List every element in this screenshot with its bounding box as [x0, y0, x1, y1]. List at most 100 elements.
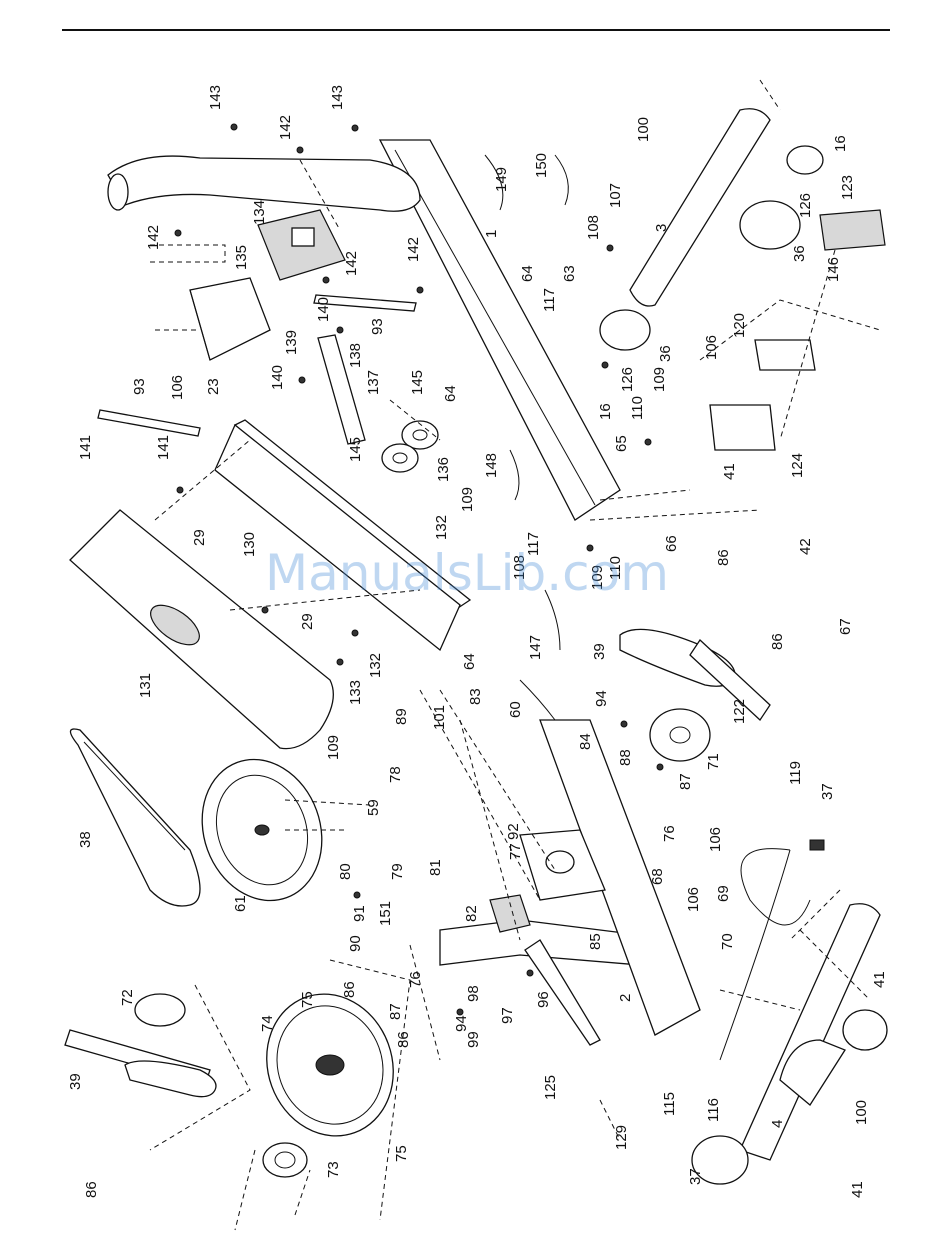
part-label-86a: 86 — [341, 981, 358, 998]
part-label-68: 68 — [649, 868, 666, 885]
part-label-115: 115 — [661, 1092, 678, 1116]
part-label-37a: 37 — [819, 783, 836, 800]
main-frame-shape — [439, 719, 701, 1046]
part-label-29a: 29 — [191, 529, 208, 546]
part-label-125: 125 — [542, 1075, 559, 1100]
handlebar-shape — [107, 155, 421, 212]
part-label-80: 80 — [337, 863, 354, 880]
part-label-145b: 145 — [347, 437, 364, 462]
part-label-106c: 106 — [685, 887, 702, 912]
part-label-93a: 93 — [369, 318, 386, 335]
part-label-142a: 142 — [277, 115, 294, 140]
part-label-120: 120 — [731, 313, 748, 338]
part-label-94b: 94 — [453, 1015, 470, 1032]
part-label-142b: 142 — [145, 225, 162, 250]
part-label-126b: 126 — [619, 367, 636, 392]
part-label-73: 73 — [325, 1161, 342, 1178]
part-label-64a: 64 — [461, 653, 478, 670]
part-label-129: 129 — [613, 1125, 630, 1150]
part-label-86d: 86 — [769, 633, 786, 650]
part-label-60: 60 — [507, 701, 524, 718]
link-arm-shapes — [97, 294, 417, 437]
part-label-4: 4 — [769, 1120, 786, 1128]
part-label-106d: 106 — [703, 335, 720, 360]
part-label-74: 74 — [259, 1015, 276, 1032]
part-label-147: 147 — [527, 635, 544, 660]
part-label-90: 90 — [347, 935, 364, 952]
part-label-42: 42 — [797, 538, 814, 555]
part-label-134: 134 — [251, 200, 268, 225]
part-label-36a: 36 — [791, 245, 808, 262]
part-label-70: 70 — [719, 933, 736, 950]
part-label-29b: 29 — [299, 613, 316, 630]
crank-arm-left-shape — [64, 993, 217, 1098]
part-label-63: 63 — [561, 265, 578, 282]
part-label-141a: 141 — [77, 435, 94, 460]
part-label-39a: 39 — [591, 643, 608, 660]
assembly-guide-lines — [149, 79, 881, 1231]
part-label-97: 97 — [499, 1007, 516, 1024]
flywheel-shape — [201, 758, 323, 902]
part-label-75a: 75 — [299, 991, 316, 1008]
part-label-126a: 126 — [797, 193, 814, 218]
crank-arm-right-shape — [619, 628, 771, 721]
part-label-86e: 86 — [83, 1181, 100, 1198]
part-label-117a: 117 — [541, 288, 558, 312]
part-label-81: 81 — [427, 859, 444, 876]
part-label-41b: 41 — [871, 971, 888, 988]
part-label-100a: 100 — [635, 117, 652, 142]
part-label-64b: 64 — [519, 265, 536, 282]
part-label-71: 71 — [705, 753, 722, 770]
part-label-108b: 108 — [511, 555, 528, 580]
part-label-131: 131 — [137, 673, 154, 698]
part-label-122: 122 — [731, 699, 748, 724]
part-label-84: 84 — [577, 733, 594, 750]
power-cord-shape — [719, 839, 825, 1061]
part-label-61: 61 — [232, 895, 249, 912]
part-labels: 143 142 143 142 135 134 142 142 140 93 1… — [67, 85, 888, 1198]
part-label-16a: 16 — [832, 135, 849, 152]
part-label-92: 92 — [505, 823, 522, 840]
part-label-99: 99 — [465, 1031, 482, 1048]
part-label-149: 149 — [493, 167, 510, 192]
part-label-79: 79 — [389, 863, 406, 880]
part-label-98: 98 — [465, 985, 482, 1002]
part-label-41a: 41 — [721, 463, 738, 480]
part-label-109c: 109 — [651, 367, 668, 392]
part-label-130: 130 — [241, 532, 258, 557]
rail-shape — [214, 419, 472, 652]
part-label-109d: 109 — [589, 565, 606, 590]
part-label-91: 91 — [351, 905, 368, 922]
part-label-36b: 36 — [657, 345, 674, 362]
part-label-151: 151 — [377, 901, 394, 926]
part-label-82: 82 — [463, 905, 480, 922]
part-label-124: 124 — [789, 453, 806, 478]
part-label-142d: 142 — [405, 237, 422, 262]
end-cap-shapes — [599, 145, 888, 1185]
part-label-2: 2 — [617, 994, 634, 1002]
part-label-106b: 106 — [707, 827, 724, 852]
part-label-117b: 117 — [525, 532, 542, 556]
part-label-138: 138 — [347, 343, 364, 368]
part-label-140a: 140 — [315, 297, 332, 322]
part-label-109b: 109 — [325, 735, 342, 760]
part-label-78: 78 — [387, 766, 404, 783]
part-label-59: 59 — [365, 799, 382, 816]
shroud-shape — [69, 509, 334, 750]
part-label-107: 107 — [607, 183, 624, 208]
part-label-132a: 132 — [433, 515, 450, 540]
part-label-106a: 106 — [169, 375, 186, 400]
part-label-1: 1 — [483, 230, 500, 238]
part-label-89: 89 — [393, 708, 410, 725]
part-label-16b: 16 — [597, 403, 614, 420]
part-label-96: 96 — [535, 991, 552, 1008]
part-label-88: 88 — [617, 749, 634, 766]
wire-harness-shapes — [484, 154, 569, 721]
pedal-arm-shape — [317, 334, 366, 445]
wheel-shapes — [381, 420, 439, 473]
part-label-133: 133 — [347, 680, 364, 705]
bearing-shape — [262, 1142, 308, 1178]
part-label-94a: 94 — [593, 690, 610, 707]
part-label-101: 101 — [431, 705, 448, 730]
